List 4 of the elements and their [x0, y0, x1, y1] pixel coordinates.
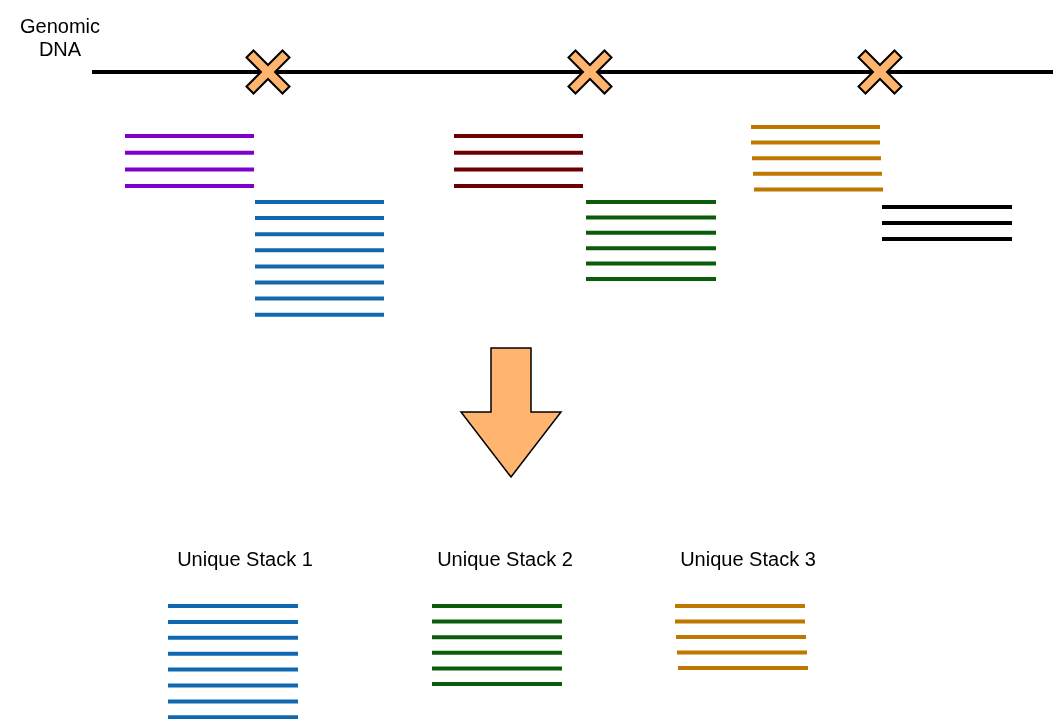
stack-label: Unique Stack 3 — [679, 548, 817, 571]
stack-label: Unique Stack 2 — [436, 548, 574, 571]
stack-label: Unique Stack 1 — [176, 548, 314, 571]
strand-label: Genomic DNA — [19, 15, 101, 61]
